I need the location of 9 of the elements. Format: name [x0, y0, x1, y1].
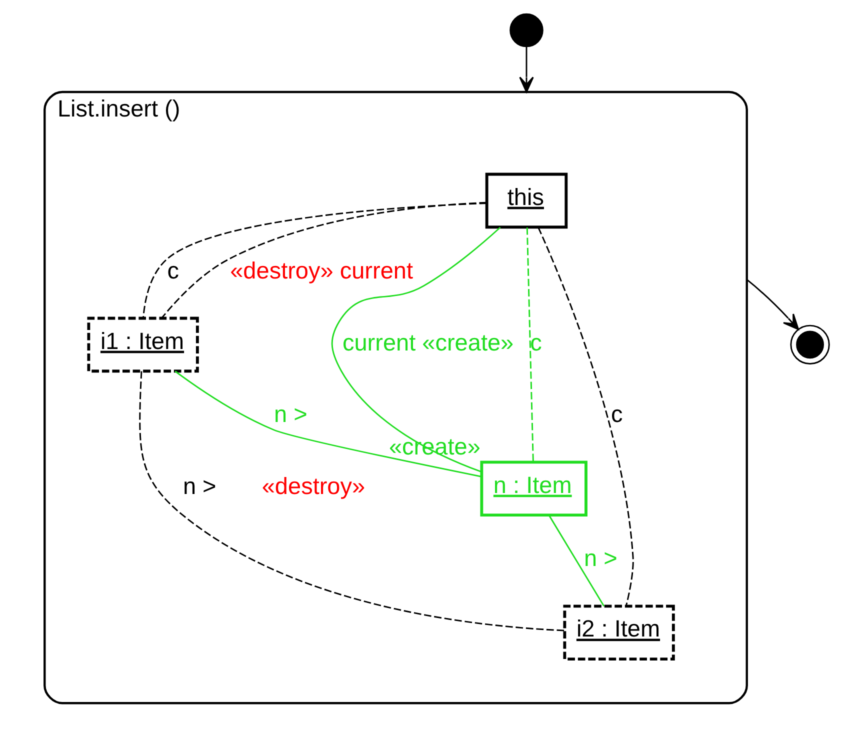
label: «destroy»: [261, 473, 365, 500]
edge-label: n >: [274, 401, 307, 428]
edge-label: n >: [584, 545, 617, 572]
edge-label: current «create»: [342, 329, 514, 356]
edge-label: c: [610, 401, 622, 428]
edge-label: n >: [182, 473, 216, 500]
edge-label: c: [530, 329, 542, 356]
edge-label: «destroy» current: [230, 257, 412, 284]
edge-label: c: [166, 257, 179, 284]
